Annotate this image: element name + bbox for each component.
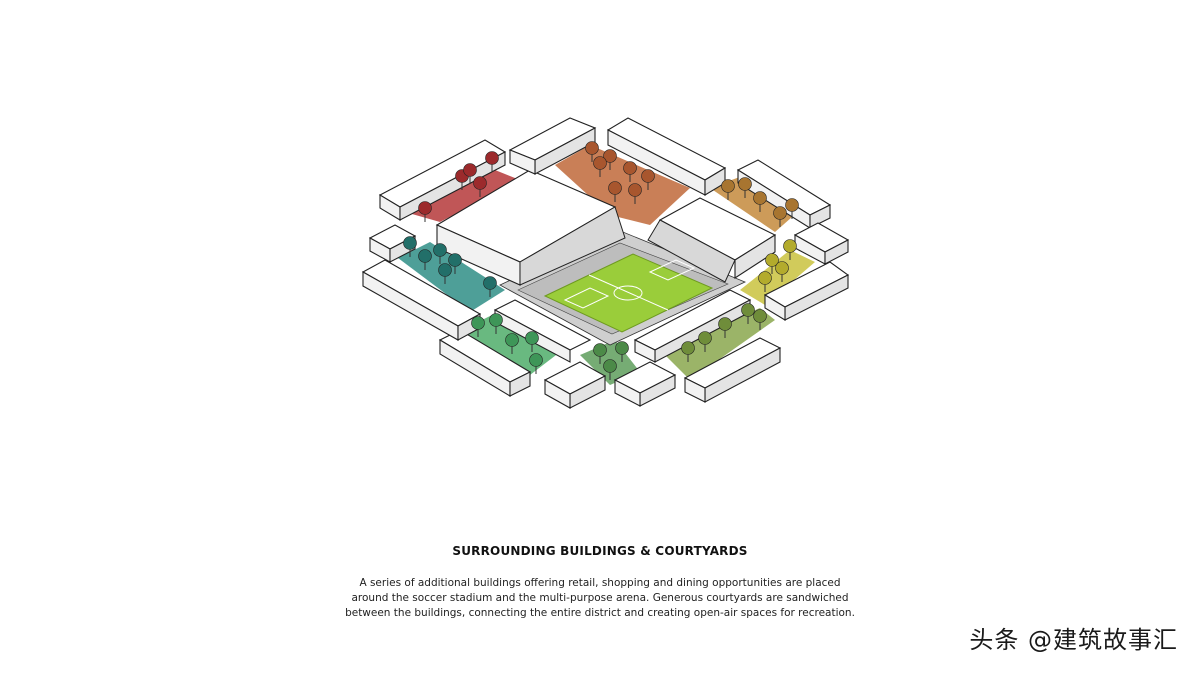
tree-icon xyxy=(473,176,487,197)
main-buildings xyxy=(435,169,777,286)
tree-icon xyxy=(608,181,622,202)
tree-icon xyxy=(593,343,607,364)
tree-icon xyxy=(721,179,735,200)
tree-icon xyxy=(765,253,779,274)
tree-icon xyxy=(641,169,655,190)
tree-icon xyxy=(433,243,447,264)
courtyard-olive xyxy=(660,308,775,380)
building-e-end xyxy=(809,204,831,229)
tree-icon xyxy=(753,191,767,212)
tree-icon xyxy=(448,253,462,274)
courtyard-red xyxy=(405,168,520,222)
tree-icon xyxy=(489,313,503,334)
tree-icon xyxy=(603,359,617,380)
tree-icon xyxy=(418,249,432,270)
tree-icon xyxy=(603,149,617,170)
pitch-penalty-box-right xyxy=(648,259,696,281)
pitch-center-circle xyxy=(613,285,643,301)
tree-icon xyxy=(471,316,485,337)
building-sw-end xyxy=(509,371,531,397)
tree-icon xyxy=(463,163,477,184)
tree-icon xyxy=(529,353,543,374)
arena-block-slope xyxy=(519,206,626,286)
building-n-side xyxy=(509,149,536,175)
tree-icon xyxy=(418,201,432,222)
tree-icon xyxy=(628,183,642,204)
tree-icon xyxy=(783,239,797,260)
caption-body: A series of additional buildings offerin… xyxy=(345,577,855,619)
building-e2-end xyxy=(824,239,849,265)
tree-icon xyxy=(773,206,787,227)
building-inner-se-side xyxy=(634,339,656,363)
tree-icon xyxy=(505,333,519,354)
tree-icon xyxy=(585,141,599,162)
tree-icon xyxy=(741,303,755,324)
pitch-halfway-line xyxy=(588,274,669,311)
building-s1-side xyxy=(614,379,641,407)
tree-icon xyxy=(698,331,712,352)
tree-icon xyxy=(681,341,695,362)
courtyard-yellow xyxy=(740,250,815,305)
tree-icon xyxy=(615,341,629,362)
east-block-slope xyxy=(647,219,736,283)
tree-icon xyxy=(758,271,772,292)
perimeter-buildings xyxy=(361,117,850,409)
tree-icon xyxy=(525,331,539,352)
building-s2-side xyxy=(544,379,571,409)
tree-icon xyxy=(623,161,637,182)
east-block-right xyxy=(734,234,776,280)
isometric-district-diagram xyxy=(361,117,850,409)
tree-icon xyxy=(785,198,799,219)
tree-icon xyxy=(738,177,752,198)
tree-icon xyxy=(753,309,767,330)
caption-title: SURROUNDING BUILDINGS & COURTYARDS xyxy=(452,544,748,558)
tree-icon xyxy=(438,263,452,284)
tree-icon xyxy=(483,276,497,297)
tree-icon xyxy=(718,317,732,338)
tree-icon xyxy=(485,151,499,172)
tree-icon xyxy=(775,261,789,282)
building-se-side xyxy=(764,294,786,321)
pitch-penalty-box-left xyxy=(563,287,610,309)
building-sse-side xyxy=(684,377,706,403)
courtyard-orange xyxy=(555,145,690,225)
tree-icon xyxy=(593,156,607,177)
tree-icon xyxy=(403,236,417,257)
watermark: 头条 @建筑故事汇 xyxy=(969,626,1178,654)
trees xyxy=(403,141,799,380)
